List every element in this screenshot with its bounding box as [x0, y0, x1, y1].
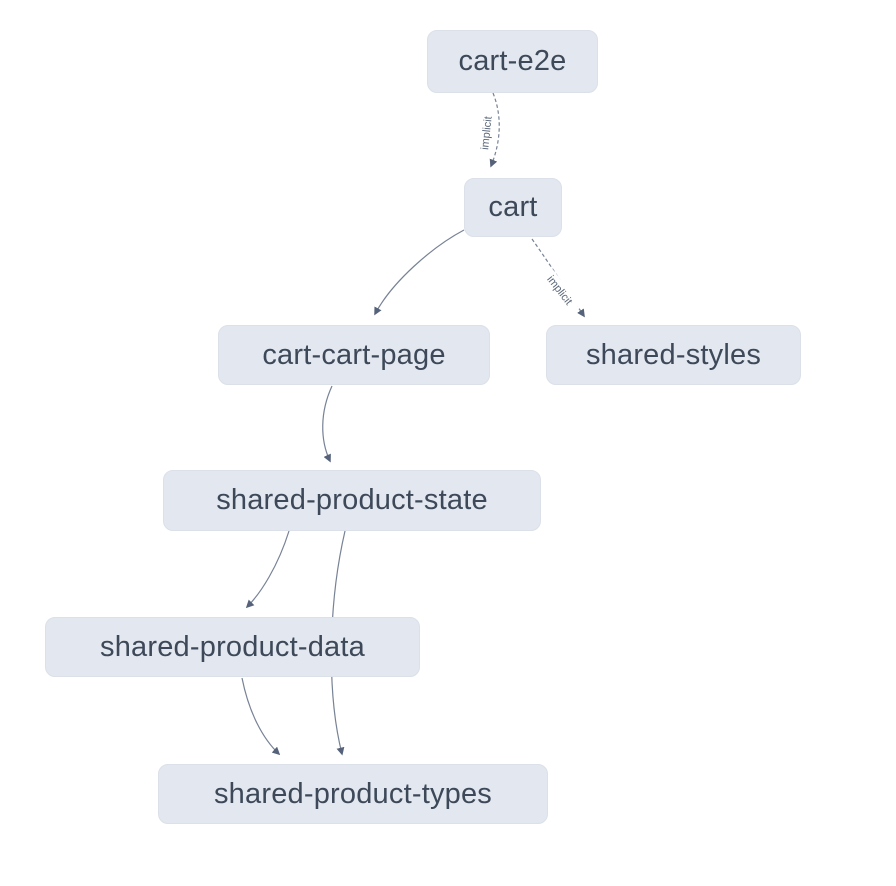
edge-cart-e2e-to-cart	[489, 92, 500, 168]
edge-shared-product-state-to-shared-product-data	[245, 530, 290, 609]
edge-label-bg	[539, 266, 581, 314]
node-cart-cart-page[interactable]: cart-cart-page	[218, 325, 490, 385]
node-cart-e2e[interactable]: cart-e2e	[427, 30, 598, 93]
edge-label-implicit-shared-styles: implicit	[539, 266, 581, 314]
edge-cart-cart-page-to-shared-product-state	[322, 385, 333, 463]
edge-label-implicit-cart-e2e: implicit	[476, 108, 496, 158]
node-shared-product-data[interactable]: shared-product-data	[45, 617, 420, 677]
node-shared-product-types[interactable]: shared-product-types	[158, 764, 548, 824]
edge-label-text: implicit	[479, 116, 494, 151]
node-cart[interactable]: cart	[464, 178, 562, 237]
edge-label-bg	[476, 108, 496, 158]
node-shared-styles[interactable]: shared-styles	[546, 325, 801, 385]
edge-cart-to-cart-cart-page	[374, 229, 465, 316]
node-shared-product-state[interactable]: shared-product-state	[163, 470, 541, 531]
edge-shared-product-data-to-shared-product-types	[241, 677, 281, 756]
